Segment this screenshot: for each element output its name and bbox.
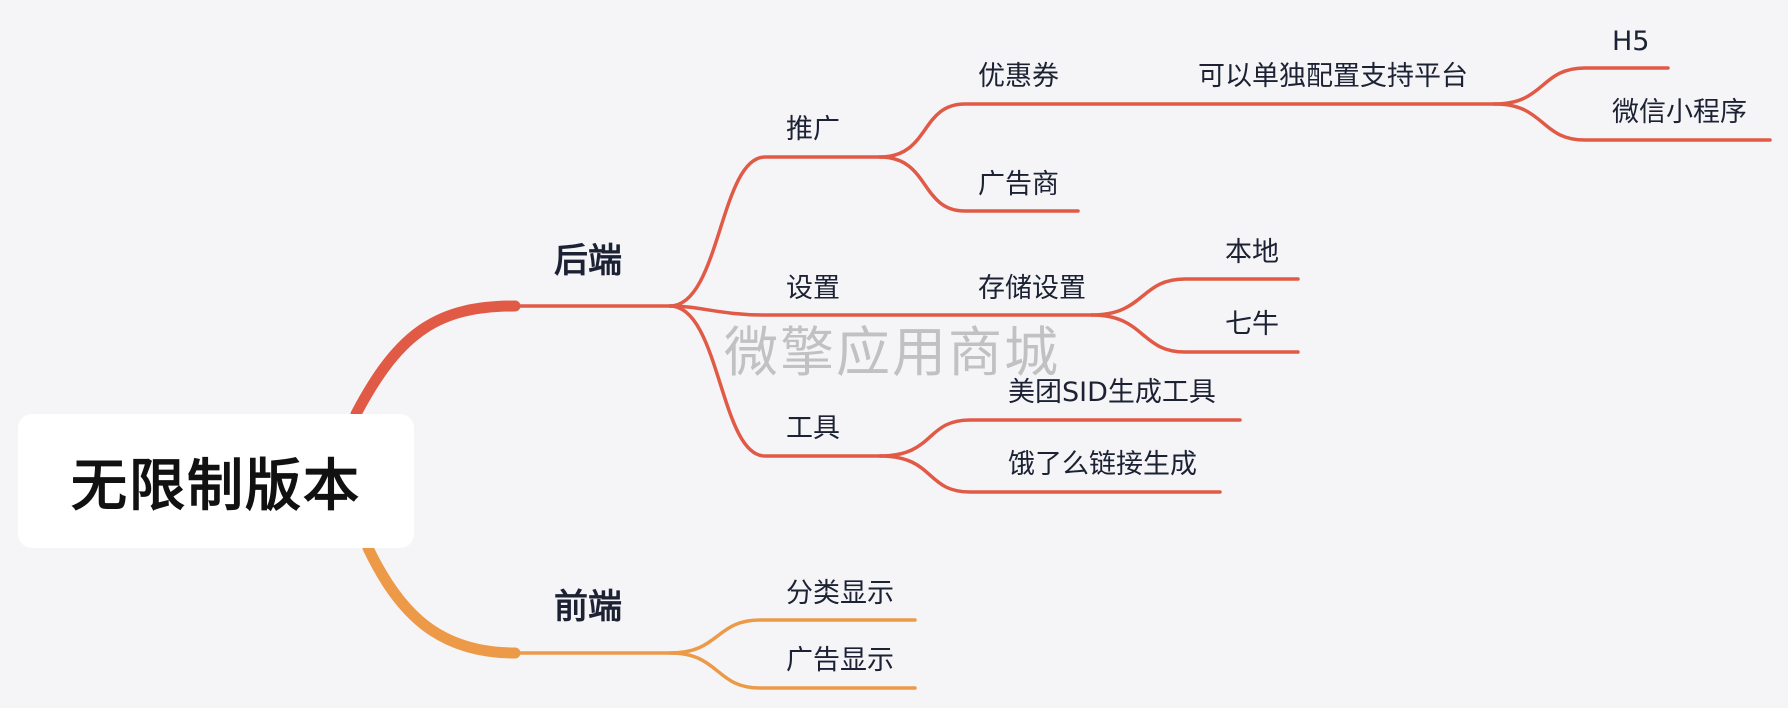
connector-config-miniprogram xyxy=(1493,102,1772,142)
watermark-text: 微擎应用商城 xyxy=(724,321,1060,384)
node-miniprogram[interactable]: 微信小程序 xyxy=(1612,97,1747,128)
connector-root-frontend xyxy=(362,542,521,659)
node-eleme-link[interactable]: 饿了么链接生成 xyxy=(1008,449,1197,480)
connector-frontend-ads xyxy=(668,651,917,690)
node-storage-settings[interactable]: 存储设置 xyxy=(978,273,1086,304)
connector-frontend-category xyxy=(668,618,917,655)
node-advertiser[interactable]: 广告商 xyxy=(978,169,1059,200)
node-local[interactable]: 本地 xyxy=(1225,237,1279,268)
node-tools[interactable]: 工具 xyxy=(786,413,840,444)
connector-tools-meituan xyxy=(878,418,1242,458)
node-meituan-sid[interactable]: 美团SID生成工具 xyxy=(1008,377,1216,408)
connector-config-h5 xyxy=(1493,66,1670,106)
root-node[interactable]: 无限制版本 xyxy=(18,414,414,548)
node-ads-display[interactable]: 广告显示 xyxy=(786,645,894,676)
node-h5[interactable]: H5 xyxy=(1612,26,1650,57)
connector-tools-eleme xyxy=(878,454,1222,494)
node-backend[interactable]: 后端 xyxy=(554,241,622,281)
connector-backend-tools xyxy=(668,304,882,458)
node-category-display[interactable]: 分类显示 xyxy=(786,578,894,609)
node-frontend[interactable]: 前端 xyxy=(554,587,622,627)
connector-storage-qiniu xyxy=(1090,313,1300,354)
connector-promotion-coupon xyxy=(878,102,1497,159)
node-config-platform[interactable]: 可以单独配置支持平台 xyxy=(1198,61,1468,92)
connector-promotion-advertiser xyxy=(878,155,1080,213)
connector-root-backend xyxy=(350,300,521,420)
node-settings[interactable]: 设置 xyxy=(786,273,840,304)
node-qiniu[interactable]: 七牛 xyxy=(1225,309,1279,340)
connector-storage-local xyxy=(1090,277,1300,317)
node-coupon[interactable]: 优惠券 xyxy=(978,61,1059,92)
connector-backend-promotion xyxy=(668,155,882,308)
connector-backend-settings xyxy=(668,304,1094,317)
node-promotion[interactable]: 推广 xyxy=(786,114,840,145)
root-label: 无限制版本 xyxy=(71,453,361,519)
